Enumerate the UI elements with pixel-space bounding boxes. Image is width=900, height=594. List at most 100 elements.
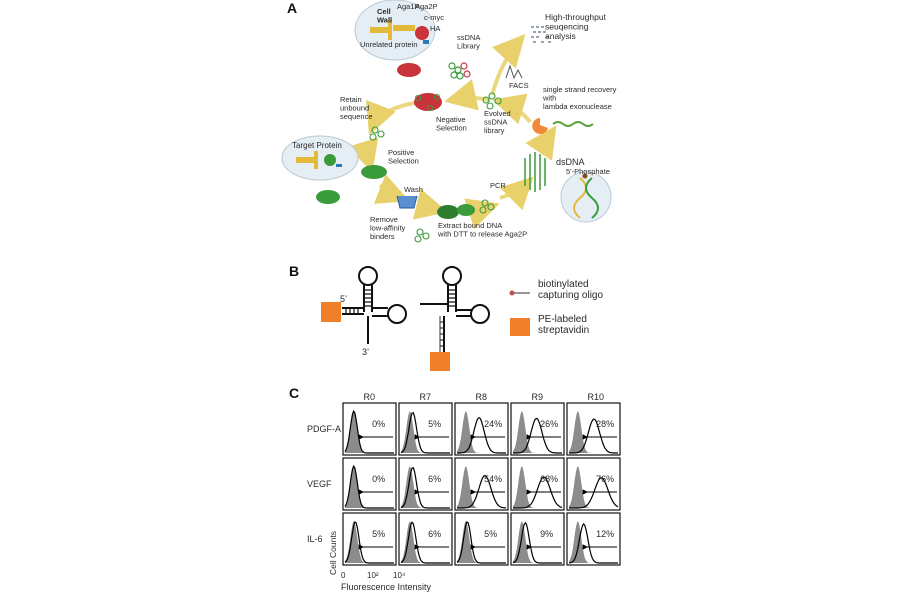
column-header: R8 — [476, 392, 488, 402]
dsdna-cluster — [524, 152, 546, 192]
aga1p-icon — [370, 27, 390, 33]
column-header: R9 — [532, 392, 544, 402]
phosphate-label: 5'-Phosphate — [566, 167, 610, 176]
control-histogram — [401, 466, 450, 508]
streptavidin-marker-1 — [321, 302, 341, 322]
sample-histogram — [456, 521, 506, 564]
percent-label: 24% — [484, 419, 502, 429]
control-histogram — [457, 411, 506, 453]
percent-label: 5% — [428, 419, 441, 429]
phosphate-bubble — [560, 171, 612, 223]
sample-histogram — [513, 417, 562, 454]
panel-b: B 5’ 3’ — [289, 263, 603, 371]
percent-label: 76% — [596, 474, 614, 484]
aptamer-structure-1 — [342, 266, 407, 344]
selection-cycle-arrows — [347, 34, 557, 229]
control-histogram — [569, 466, 618, 508]
control-histogram — [569, 411, 618, 453]
green-yeast-icon — [316, 190, 340, 204]
streptavidin-legend-icon — [510, 318, 530, 336]
facs-label: FACS — [509, 81, 529, 90]
control-histogram — [513, 521, 562, 563]
percent-label: 0% — [372, 419, 385, 429]
control-histogram — [513, 411, 562, 453]
bound-yeast-icon — [437, 205, 459, 219]
red-yeast-icon — [397, 63, 421, 77]
percent-label: 28% — [596, 419, 614, 429]
column-header: R7 — [420, 392, 432, 402]
aga2p-label: Aga2P — [415, 2, 438, 11]
panel-a-letter: A — [287, 0, 297, 16]
facs-histogram-icon — [505, 64, 523, 80]
control-histogram — [457, 466, 506, 508]
column-header: R0 — [364, 392, 376, 402]
x-tick-label: 10² — [367, 571, 379, 580]
percent-label: 5% — [484, 529, 497, 539]
ha-label: HA — [430, 24, 440, 33]
percent-label: 6% — [428, 474, 441, 484]
sample-histogram — [512, 521, 562, 564]
control-histogram — [401, 521, 450, 563]
target-protein-bubble: Target Protein — [281, 135, 359, 181]
percent-label: 68% — [540, 474, 558, 484]
sample-histogram — [513, 476, 563, 509]
sample-histogram — [400, 412, 450, 454]
exonuclease-icon — [532, 118, 548, 134]
control-histogram — [457, 521, 506, 563]
wash-basin-icon — [396, 195, 418, 209]
sample-histogram — [344, 521, 394, 564]
aga1p-label: Aga1P — [397, 2, 420, 11]
target-protein-label: Target Protein — [292, 141, 342, 150]
five-prime-label: 5’ — [340, 294, 347, 304]
percent-label: 5% — [372, 529, 385, 539]
percent-label: 26% — [540, 419, 558, 429]
percent-label: 0% — [372, 474, 385, 484]
control-histogram — [569, 521, 618, 563]
control-histogram — [345, 411, 394, 453]
sample-histogram — [569, 418, 618, 454]
positive-selection-yeast-icon — [361, 165, 387, 179]
phosphate-icon — [582, 173, 588, 179]
pcr-label: PCR — [490, 181, 506, 190]
cmyc-label: c-myc — [424, 13, 444, 22]
streptavidin-marker-2 — [430, 352, 450, 371]
control-histogram — [401, 411, 450, 453]
aga2p-icon — [393, 25, 415, 31]
unrelated-protein-label: Unrelated protein — [360, 40, 418, 49]
x-axis-label: Fluorescence Intensity — [341, 582, 432, 592]
sample-histogram — [569, 477, 619, 509]
aptamer-structure-2 — [420, 266, 490, 352]
ssdna-library-cluster — [448, 62, 471, 80]
sample-histogram — [457, 474, 506, 509]
sample-histogram — [400, 467, 450, 509]
control-histogram — [513, 466, 562, 508]
x-tick-label: 0 — [341, 571, 346, 580]
target-protein-icon — [324, 154, 336, 166]
dsdna-label: dsDNA — [556, 157, 585, 167]
panel-c-letter: C — [289, 385, 299, 401]
row-label: IL-6 — [307, 534, 323, 544]
percent-label: 12% — [596, 529, 614, 539]
percent-label: 54% — [484, 474, 502, 484]
column-header: R10 — [588, 392, 605, 402]
single-strand-dna-icon — [552, 121, 594, 127]
sequencing-grid-icon — [531, 26, 551, 43]
row-label: VEGF — [307, 479, 332, 489]
wash-label: Wash — [404, 185, 423, 194]
percent-label: 6% — [428, 529, 441, 539]
